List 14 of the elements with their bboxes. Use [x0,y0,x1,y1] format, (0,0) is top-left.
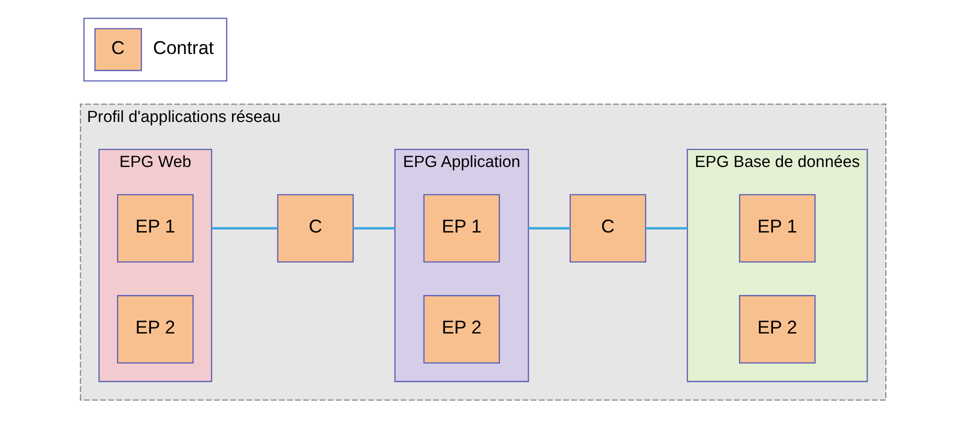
node-box: EP 2 [738,294,816,364]
node-box: C [276,194,354,262]
node-box: EP 2 [116,294,194,364]
connector [211,226,277,229]
node-box: EP 1 [738,194,816,262]
legend-label: Contrat [152,36,214,58]
connector [528,226,570,229]
connector [645,226,687,229]
node-box: C [569,194,646,262]
node-box: EP 2 [422,294,500,364]
connector [352,226,394,229]
label: C [110,36,124,58]
node-box: EP 1 [422,194,500,262]
node-box: EP 1 [116,194,194,262]
